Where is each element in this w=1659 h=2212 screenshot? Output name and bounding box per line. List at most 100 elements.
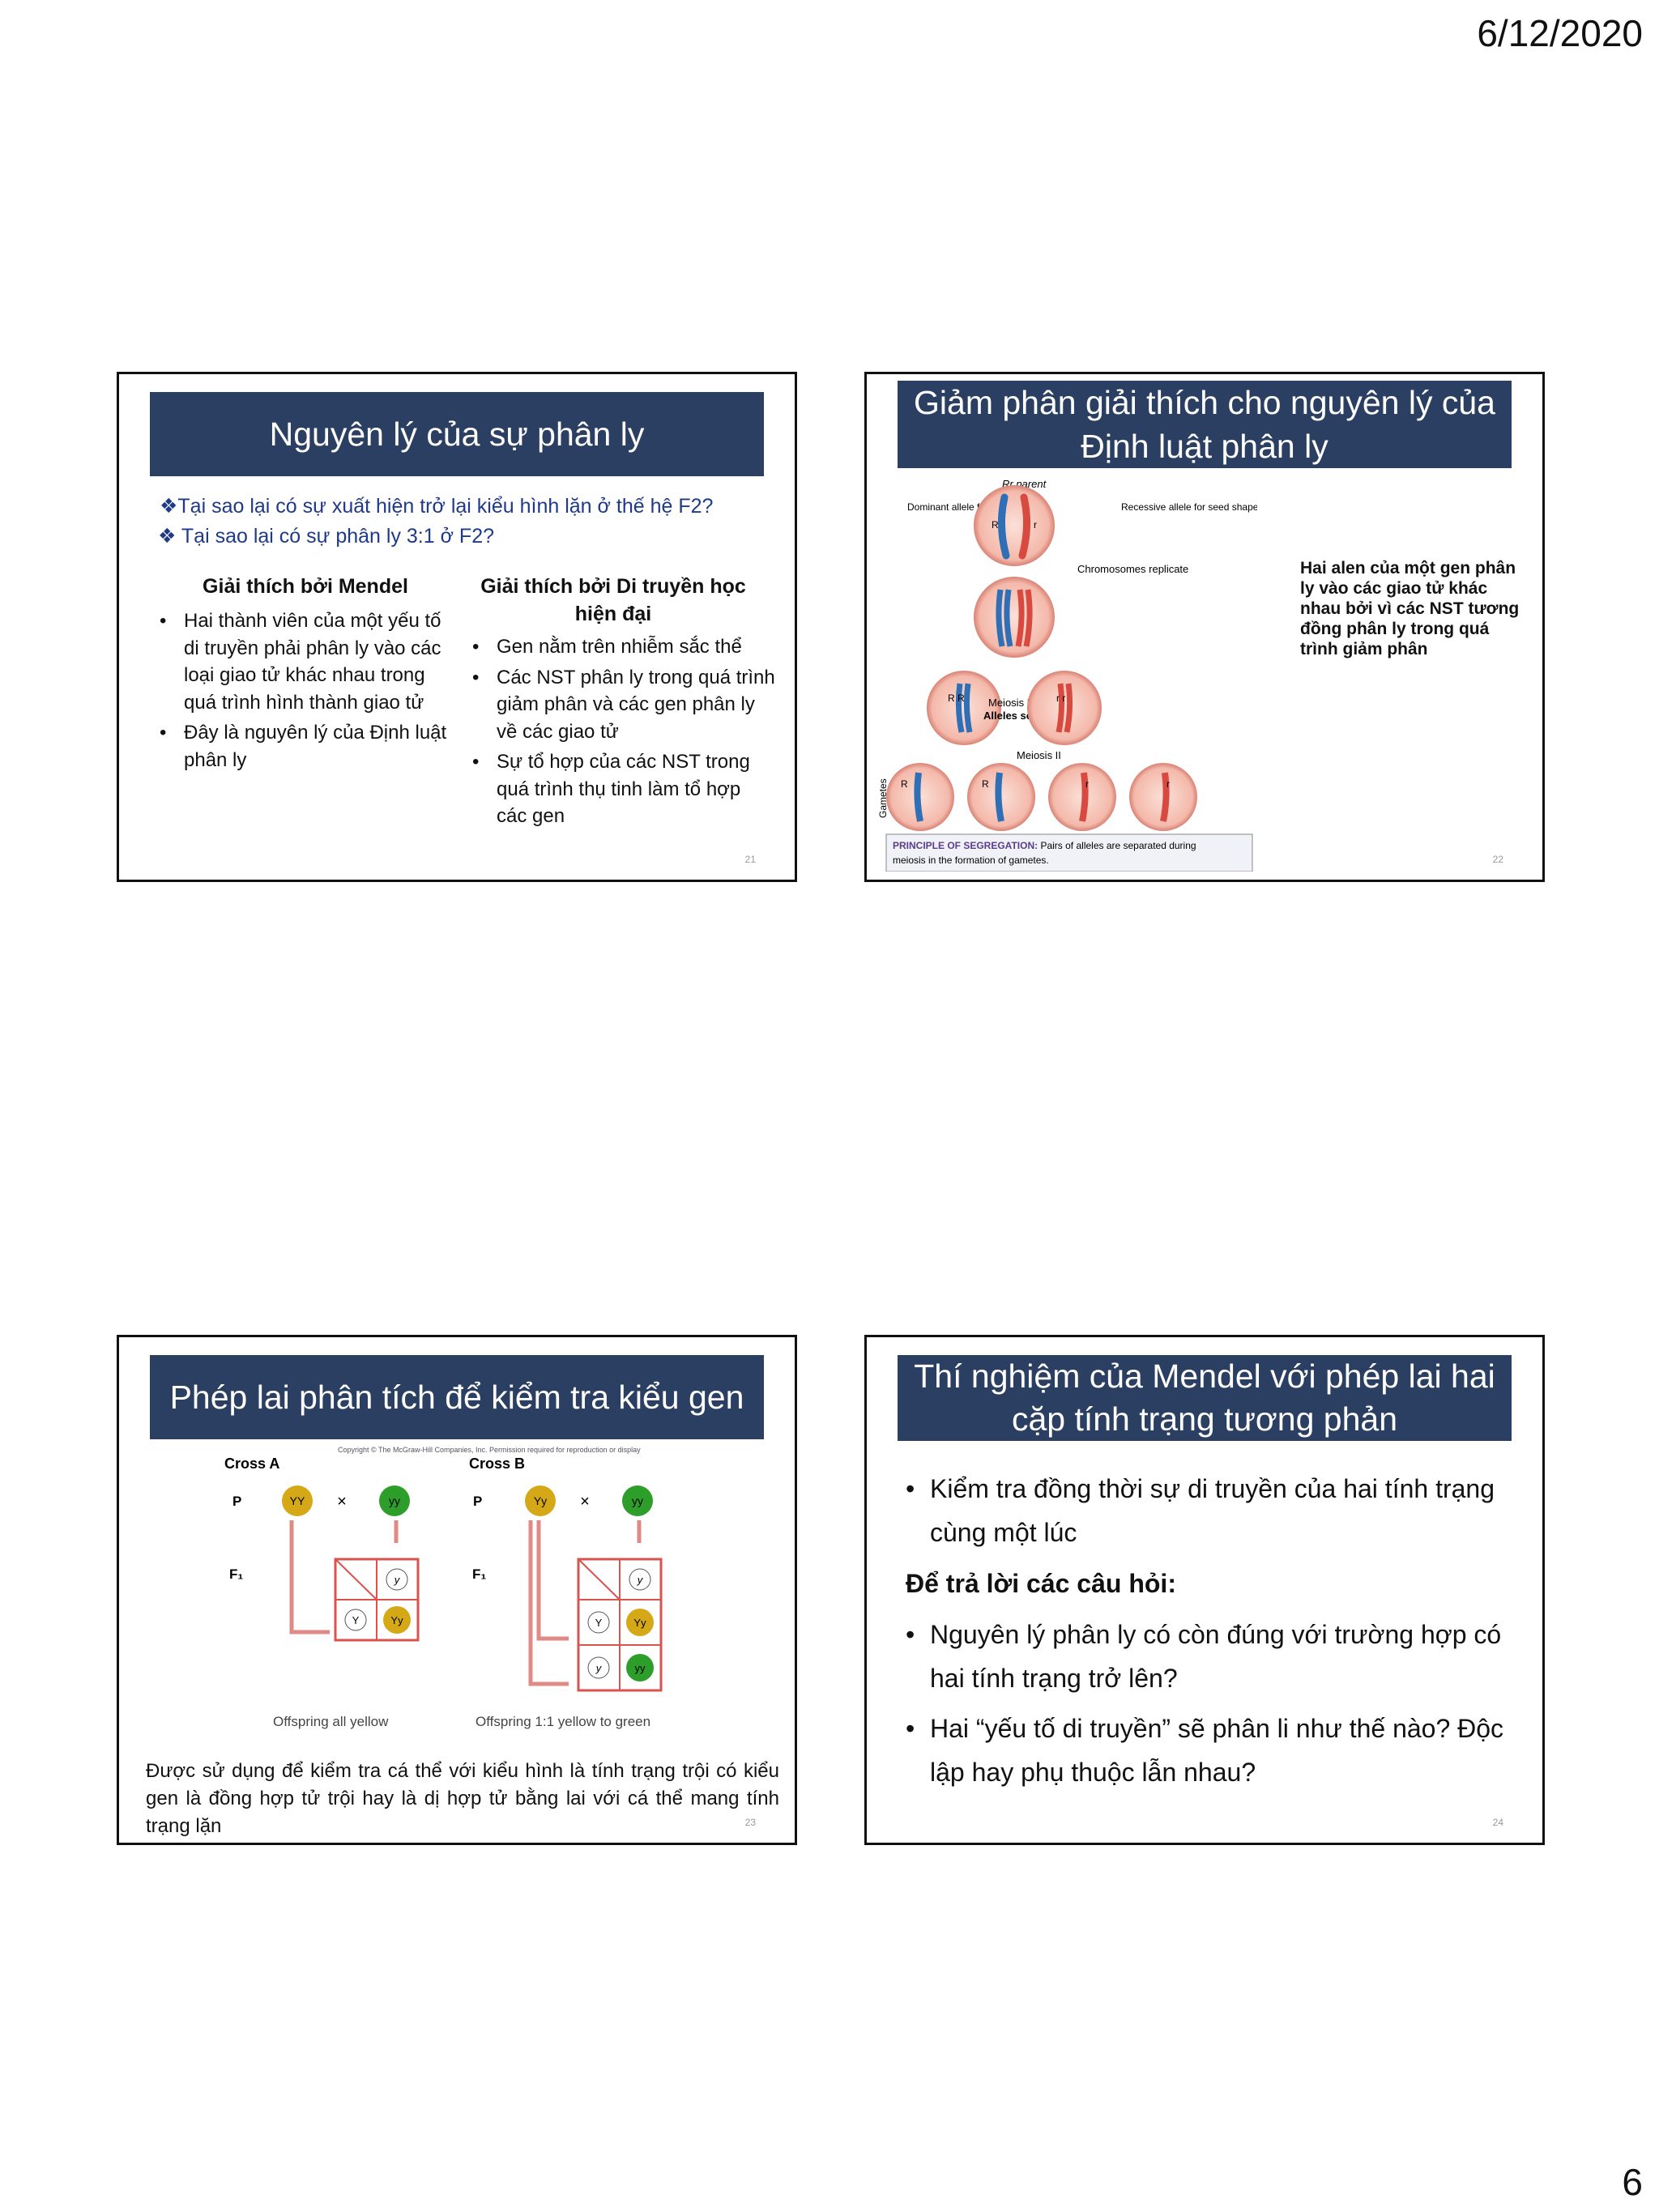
chromatid-blue <box>963 683 973 733</box>
list-item: Sự tổ hợp của các NST trong quá trình th… <box>467 748 775 830</box>
allele-label: y <box>595 1662 603 1674</box>
allele-label: R <box>992 519 999 531</box>
chromosome-blue <box>997 493 1010 560</box>
cross-symbol: × <box>580 1493 590 1511</box>
list-item: Hai thành viên của một yếu tố di truyền … <box>155 607 454 716</box>
genotype-label: Yy <box>534 1494 547 1507</box>
allele-label: r r <box>1056 693 1065 704</box>
left-column-list: Hai thành viên của một yếu tố di truyền … <box>155 607 454 777</box>
chromatid-red <box>1056 683 1065 733</box>
list-item: Nguyên lý phân ly có còn đúng với trường… <box>904 1613 1520 1700</box>
offspring-a-label: Offspring all yellow <box>273 1714 389 1729</box>
slide-number: 21 <box>744 854 756 865</box>
green-pea <box>379 1485 410 1516</box>
allele-label: y <box>637 1574 644 1586</box>
genotype-label: yy <box>635 1662 646 1674</box>
label-recessive: Recessive allele for seed shape <box>1121 501 1257 513</box>
left-column-heading: Giải thích bởi Mendel <box>203 575 408 598</box>
replicated-cell <box>974 577 1055 658</box>
p-label: P <box>232 1494 241 1509</box>
print-date: 6/12/2020 <box>1477 12 1643 54</box>
f1-label: F₁ <box>229 1566 243 1582</box>
genotype-label: YY <box>290 1494 305 1507</box>
list-item: Hai “yếu tố di truyền” sẽ phân li như th… <box>904 1707 1520 1794</box>
offspring-pea-yellow <box>626 1609 654 1636</box>
genotype-label: yy <box>632 1494 643 1507</box>
slide-caption: Được sử dụng để kiểm tra cá thể với kiểu… <box>146 1760 779 1837</box>
slide-24: Thí nghiệm của Mendel với phép lai hai c… <box>864 1335 1545 1845</box>
principle-line-2: meiosis in the formation of gametes. <box>893 855 1049 866</box>
allele-label: R <box>901 778 908 790</box>
offspring-b-label: Offspring 1:1 yellow to green <box>476 1714 650 1729</box>
allele-label: y <box>394 1574 401 1586</box>
list-item: Gen nằm trên nhiễm sắc thể <box>467 633 775 661</box>
right-column-list: Gen nằm trên nhiễm sắc thể Các NST phân … <box>467 633 775 833</box>
slide-title: Phép lai phân tích để kiểm tra kiểu gen <box>150 1355 764 1439</box>
chromatid-red <box>1064 683 1073 733</box>
genotype-label: yy <box>389 1494 400 1507</box>
gamete-cells: R R r r <box>886 763 1197 831</box>
principle-line-1: PRINCIPLE OF SEGREGATION: Pairs of allel… <box>893 840 1196 851</box>
question-2: ❖ Tại sao lại có sự phân ly 3:1 ở F2? <box>158 525 495 548</box>
slide-22: Giảm phân giải thích cho nguyên lý của Đ… <box>864 372 1545 882</box>
chromosome-blue <box>914 772 923 822</box>
figure-copyright: Copyright © The McGraw-Hill Companies, I… <box>338 1446 641 1454</box>
gamete-Y <box>587 1611 610 1634</box>
offspring-pea-green <box>626 1654 654 1681</box>
list-item: Kiểm tra đồng thời sự di truyền của hai … <box>904 1467 1520 1554</box>
slide-title: Giảm phân giải thích cho nguyên lý của Đ… <box>898 381 1512 468</box>
offspring-pea-yellow <box>383 1606 411 1634</box>
slide-number: 23 <box>744 1817 756 1828</box>
page-number: 6 <box>1622 2161 1643 2203</box>
testcross-figure: Copyright © The McGraw-Hill Companies, I… <box>224 1446 663 1729</box>
p-label: P <box>473 1494 482 1509</box>
list-item: Đây là nguyên lý của Định luật phân ly <box>155 719 454 774</box>
slide-number: 22 <box>1492 854 1503 865</box>
allele-label: r <box>1166 778 1170 790</box>
chromatid-blue <box>955 683 965 733</box>
genotype-label: Yy <box>633 1617 646 1629</box>
question-heading: Để trả lời các câu hỏi: <box>906 1569 1176 1598</box>
chromatid-blue <box>996 589 1005 647</box>
slide-note: Hai alen của một gen phân ly vào các gia… <box>1300 559 1520 658</box>
gamete-Y <box>344 1609 367 1631</box>
punnett-divider <box>578 1558 621 1600</box>
gamete-y <box>629 1568 651 1591</box>
slide-21: Nguyên lý của sự phân ly ❖Tại sao lại có… <box>117 372 797 882</box>
intro-list: Kiểm tra đồng thời sự di truyền của hai … <box>904 1467 1520 1561</box>
chromatid-red <box>1015 589 1025 647</box>
gamete-y <box>386 1568 408 1591</box>
arrow-gamete <box>289 1520 330 1634</box>
allele-label: r <box>1085 778 1089 790</box>
genotype-label: Yy <box>390 1614 403 1626</box>
label-meiosis1: Meiosis I <box>988 697 1030 709</box>
punnett-divider <box>335 1558 377 1600</box>
principle-box <box>885 833 1253 872</box>
chromosome-blue <box>995 772 1004 822</box>
cross-a-label: Cross A <box>224 1455 279 1472</box>
f1-label: F₁ <box>472 1566 486 1582</box>
chromatid-blue <box>1004 589 1013 647</box>
question-1: ❖Tại sao lại có sự xuất hiện trở lại kiể… <box>160 495 714 518</box>
principle-text: Pairs of alleles are separated during <box>1038 840 1196 851</box>
list-item: Các NST phân ly trong quá trình giảm phâ… <box>467 664 775 746</box>
chromosome-red <box>1018 493 1031 560</box>
chromosome-red <box>1079 772 1089 822</box>
gamete-y <box>587 1656 610 1679</box>
slide-number: 24 <box>1492 1817 1503 1828</box>
slide-title: Thí nghiệm của Mendel với phép lai hai c… <box>898 1355 1512 1441</box>
allele-label: R R <box>948 693 965 704</box>
green-pea <box>622 1485 653 1516</box>
meiosis-figure: Rr parent Dominant allele for seed shape… <box>877 478 1257 872</box>
principle-bold: PRINCIPLE OF SEGREGATION: <box>893 840 1038 851</box>
arrow-gamete <box>528 1520 569 1686</box>
parent-cell <box>974 485 1055 566</box>
right-column-heading: Giải thích bởi Di truyền học hiện đại <box>480 575 746 625</box>
question-list: Nguyên lý phân ly có còn đúng với trường… <box>904 1613 1520 1801</box>
allele-label: R <box>982 778 989 790</box>
yellow-pea <box>282 1485 313 1516</box>
yellow-pea <box>525 1485 556 1516</box>
allele-label: r <box>1034 519 1037 531</box>
cross-symbol: × <box>337 1493 347 1511</box>
slide-title: Nguyên lý của sự phân ly <box>150 392 764 476</box>
